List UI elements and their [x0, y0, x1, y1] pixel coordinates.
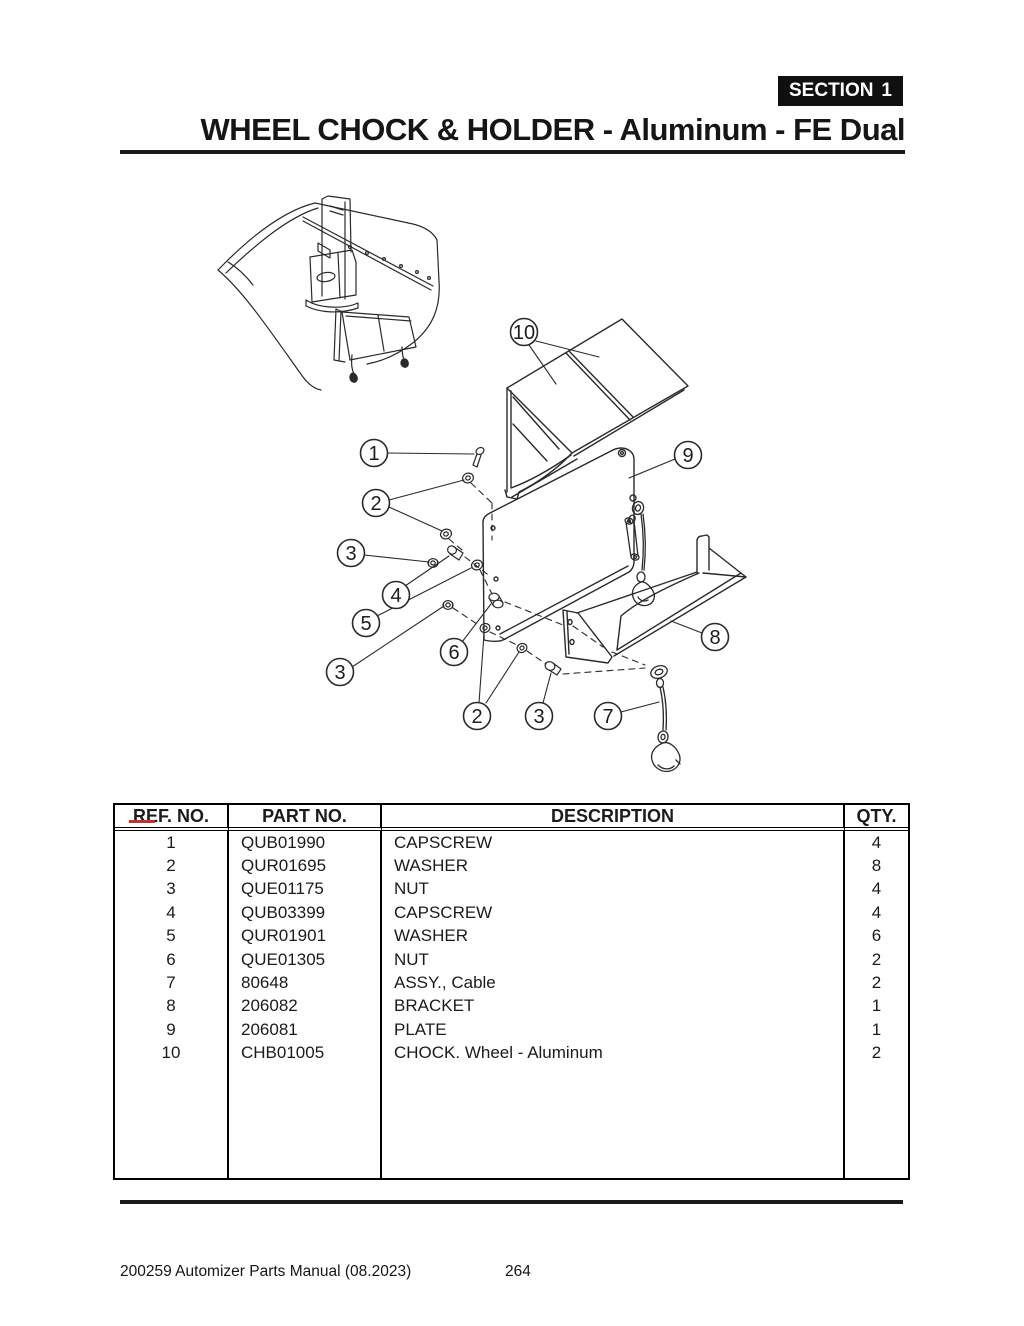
- table-filler: [115, 1064, 229, 1178]
- callout-5: 5: [351, 608, 381, 638]
- cable-assembly-7: [650, 665, 681, 773]
- table-cell-desc: CAPSCREW: [382, 831, 845, 855]
- table-cell-desc: CAPSCREW: [382, 901, 845, 925]
- svg-text:3: 3: [533, 706, 544, 728]
- table-cell-qty: 2: [871, 1043, 882, 1063]
- table-cell-qty: 8: [871, 856, 882, 876]
- plate-item-9: [482, 447, 637, 643]
- table-cell-ref: 1: [115, 831, 229, 855]
- table-cell-part: QUE01175: [229, 877, 382, 902]
- footer-rule: [120, 1200, 903, 1204]
- table-cell-desc: CHOCK. Wheel - Aluminum: [382, 1041, 845, 1065]
- parts-table: REF. NO. PART NO. DESCRIPTION QTY. 1 QUB…: [113, 803, 910, 1180]
- table-cell-desc: PLATE: [382, 1018, 845, 1042]
- table-cell-qty: 1: [871, 996, 882, 1016]
- table-cell-ref: 5: [115, 924, 229, 948]
- table-cell-part: CHB01005: [229, 1041, 382, 1065]
- callout-10: 10: [509, 317, 539, 347]
- col-header-ref: REF. NO.: [115, 805, 229, 831]
- callout-3a: 3: [336, 538, 366, 568]
- table-cell-ref: 9: [115, 1018, 229, 1042]
- table-filler: [382, 1064, 845, 1178]
- svg-text:9: 9: [682, 445, 693, 467]
- svg-text:3: 3: [345, 543, 356, 565]
- table-cell-part: 206082: [229, 994, 382, 1019]
- svg-text:2: 2: [471, 706, 482, 728]
- chock-item-10: [504, 318, 689, 500]
- table-cell-ref: 2: [115, 854, 229, 878]
- svg-text:10: 10: [513, 322, 535, 344]
- table-cell-qty: 4: [871, 832, 882, 852]
- table-cell-part: QUB03399: [229, 901, 382, 925]
- svg-text:8: 8: [709, 627, 720, 649]
- callout-3b: 3: [325, 657, 355, 687]
- table-filler: [229, 1064, 382, 1178]
- page-title: WHEEL CHOCK & HOLDER - Aluminum - FE Dua…: [200, 112, 905, 147]
- table-cell-ref: 6: [115, 947, 229, 972]
- table-cell-ref: 10: [115, 1041, 229, 1065]
- table-cell-ref: 3: [115, 877, 229, 902]
- callout-leader-lines: [351, 340, 703, 713]
- callout-9: 9: [673, 440, 703, 470]
- table-cell-qty: 4: [871, 879, 882, 899]
- section-badge-label: SECTION: [789, 80, 874, 101]
- axis-dashed-lines: [448, 482, 646, 675]
- table-cell-part: QUE01305: [229, 947, 382, 972]
- col-header-part: PART NO.: [229, 805, 382, 831]
- footer-manual-info: 200259 Automizer Parts Manual (08.2023): [120, 1263, 412, 1280]
- col-header-qty: QTY.: [845, 805, 908, 831]
- callout-2b: 2: [462, 701, 492, 731]
- callout-2a: 2: [361, 488, 391, 518]
- table-cell-qty: 4: [871, 902, 882, 922]
- callout-6: 6: [439, 637, 469, 667]
- svg-text:3: 3: [334, 662, 345, 684]
- col-header-desc: DESCRIPTION: [382, 805, 845, 831]
- table-cell-part: 80648: [229, 971, 382, 995]
- bracket-item-8: [562, 534, 747, 664]
- col-header-ref-label: REF. NO.: [132, 805, 209, 826]
- table-cell-qty: 2: [871, 973, 882, 993]
- callout-7: 7: [593, 701, 623, 731]
- table-cell-ref: 7: [115, 971, 229, 995]
- table-cell-desc: NUT: [382, 877, 845, 902]
- table-cell-part: QUR01695: [229, 854, 382, 878]
- section-badge-number: 1: [881, 80, 892, 101]
- svg-text:1: 1: [368, 443, 379, 465]
- table-cell-desc: WASHER: [382, 924, 845, 948]
- cable-assembly-plate: [624, 500, 655, 607]
- table-cell-part: QUR01901: [229, 924, 382, 948]
- svg-text:5: 5: [360, 613, 371, 635]
- section-badge: SECTION 1: [778, 76, 903, 106]
- table-cell-desc: BRACKET: [382, 994, 845, 1019]
- red-edit-mark: [129, 820, 155, 823]
- title-rule: [120, 150, 905, 154]
- table-cell-qty: 1: [871, 1019, 882, 1039]
- table-cell-part: QUB01990: [229, 831, 382, 855]
- callout-bubbles: 10 1 2 3 4 5 3 6 2 3 7 8 9: [325, 317, 730, 731]
- table-cell-desc: NUT: [382, 947, 845, 972]
- svg-text:6: 6: [448, 642, 459, 664]
- truck-illustration: [217, 195, 440, 391]
- table-cell-qty: 6: [871, 926, 882, 946]
- callout-4: 4: [381, 580, 411, 610]
- footer-page-number: 264: [505, 1263, 531, 1280]
- table-cell-ref: 4: [115, 901, 229, 925]
- svg-text:2: 2: [370, 493, 381, 515]
- table-cell-desc: ASSY., Cable: [382, 971, 845, 995]
- table-cell-part: 206081: [229, 1018, 382, 1042]
- svg-text:4: 4: [390, 585, 401, 607]
- callout-1: 1: [359, 438, 389, 468]
- callout-3c: 3: [524, 701, 554, 731]
- table-cell-desc: WASHER: [382, 854, 845, 878]
- svg-text:7: 7: [602, 706, 613, 728]
- table-cell-ref: 8: [115, 994, 229, 1019]
- table-cell-qty: 2: [871, 949, 882, 969]
- table-filler: [845, 1065, 908, 1178]
- callout-8: 8: [700, 622, 730, 652]
- exploded-view-diagram: 10 1 2 3 4 5 3 6 2 3 7 8 9: [217, 195, 747, 773]
